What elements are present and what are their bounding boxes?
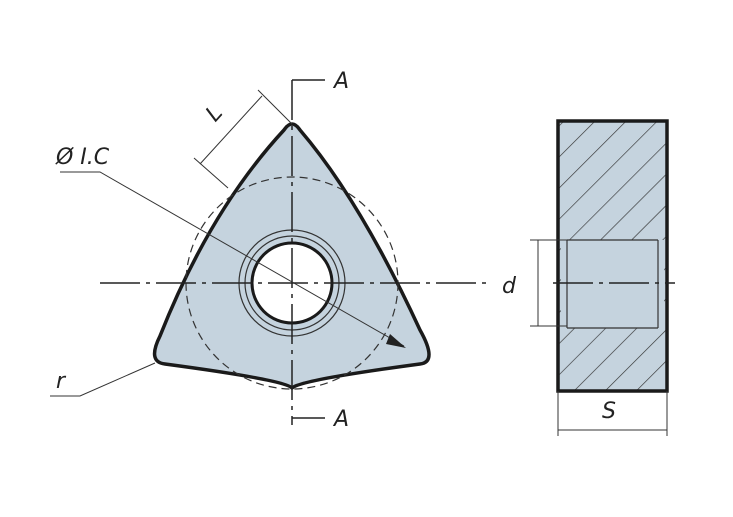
ic-leader — [60, 171, 405, 347]
front-view — [50, 79, 490, 425]
inscribed-circle-label: Ø I.C — [55, 145, 110, 170]
side-section-view — [530, 119, 675, 436]
l-dim-line — [199, 95, 263, 165]
thickness-label: S — [602, 399, 616, 424]
ic-arrowhead — [386, 334, 406, 348]
edge-length-label: L — [201, 101, 228, 127]
r-leader — [50, 362, 156, 397]
corner-radius-label: r — [56, 369, 67, 394]
section-label-top: A — [332, 69, 349, 94]
l-ext-2 — [193, 157, 229, 189]
section-hole — [561, 240, 664, 328]
hole-diameter-label: d — [502, 274, 517, 299]
section-label-bottom: A — [332, 407, 349, 432]
l-ext-1 — [257, 89, 293, 125]
